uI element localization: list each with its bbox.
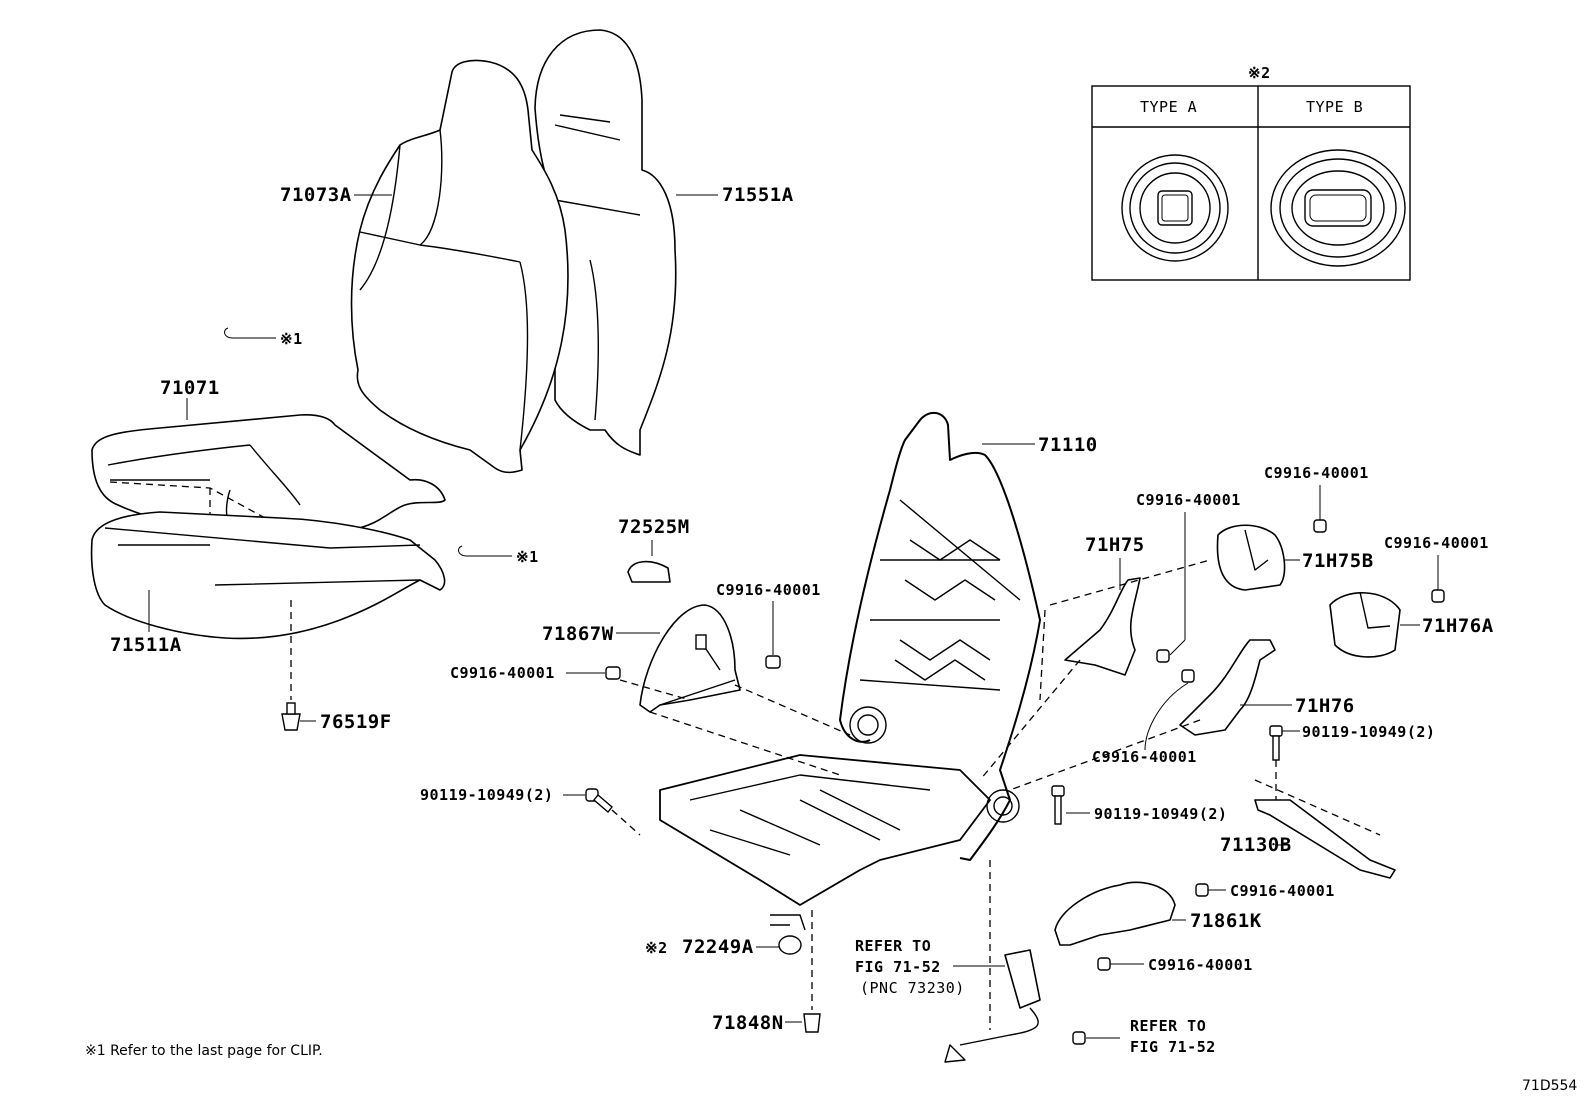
bolt-90119-b [1051, 785, 1065, 825]
cover-71861K [1054, 881, 1176, 946]
inset-marker: ※2 [1248, 64, 1271, 82]
label-c9916-e: C9916-40001 [1384, 534, 1489, 552]
screw-c9916-d [1313, 519, 1327, 533]
label-c9916-g: C9916-40001 [1230, 882, 1335, 900]
label-71110: 71110 [1038, 434, 1098, 456]
footnote-clip: ※1 Refer to the last page for CLIP. [85, 1043, 323, 1059]
label-71867W: 71867W [542, 623, 614, 645]
type-inset-box: ※2 TYPE A TYPE B [1091, 64, 1411, 281]
cover-71H76A [1329, 591, 1401, 658]
rail-cover-71130B [1254, 799, 1396, 879]
label-71H76A: 71H76A [1422, 615, 1494, 637]
grommet-type-a-icon [1121, 154, 1229, 262]
refer1-line1: REFER TO [855, 937, 931, 955]
label-72249A-mark: ※2 [645, 939, 668, 957]
label-71551A: 71551A [722, 184, 794, 206]
seatback-cover-71551A [534, 29, 677, 456]
label-71848N: 71848N [712, 1012, 784, 1034]
label-76519F: 76519F [320, 711, 392, 733]
label-71861K: 71861K [1190, 910, 1262, 932]
label-71H76: 71H76 [1295, 695, 1355, 717]
seat-frame-71110 [659, 411, 1041, 906]
label-c9916-f: C9916-40001 [1092, 748, 1197, 766]
label-71073A: 71073A [280, 184, 352, 206]
label-72525M: 72525M [618, 516, 690, 538]
grommet-72249A [770, 914, 806, 955]
label-bolt-a: 90119-10949(2) [420, 786, 553, 804]
seat-cushion-pad-71511A [90, 511, 446, 640]
bolt-71867W [695, 634, 707, 650]
type-a-label: TYPE A [1140, 98, 1197, 116]
grommet-type-b-icon [1270, 149, 1406, 267]
clip-ref-upper: ※1 [280, 330, 303, 348]
cap-72525M [627, 560, 671, 583]
refer2-line1: REFER TO [1130, 1017, 1206, 1035]
screw-c9916-h [1097, 957, 1111, 971]
pin-71848N [803, 1013, 821, 1033]
belt-buckle [944, 949, 1041, 1063]
refer1-line3: (PNC 73230) [860, 979, 965, 997]
label-c9916-b: C9916-40001 [450, 664, 555, 682]
label-c9916-c: C9916-40001 [1136, 491, 1241, 509]
fastener-76519F [281, 702, 301, 731]
label-71071: 71071 [160, 377, 220, 399]
bolt-refer [1072, 1031, 1086, 1045]
label-c9916-d: C9916-40001 [1264, 464, 1369, 482]
label-71130B: 71130B [1220, 834, 1292, 856]
label-c9916-h: C9916-40001 [1148, 956, 1253, 974]
clip-icon-upper [224, 327, 246, 339]
screw-c9916-f [1181, 669, 1195, 683]
type-b-label: TYPE B [1306, 98, 1363, 116]
seatback-pad-71073A [350, 59, 569, 474]
label-bolt-b: 90119-10949(2) [1094, 805, 1227, 823]
clip-ref-lower: ※1 [516, 548, 539, 566]
cover-71867W [639, 604, 741, 713]
cover-71H75B [1216, 524, 1286, 591]
label-72249A: 72249A [682, 936, 754, 958]
label-71511A: 71511A [110, 634, 182, 656]
bolt-90119-a [585, 788, 613, 814]
refer1-line2: FIG 71-52 [855, 958, 941, 976]
diagram-code: 71D554 [1522, 1078, 1577, 1094]
bracket-71H75 [1064, 577, 1141, 676]
screw-c9916-c [1156, 649, 1170, 663]
screw-c9916-a [765, 655, 781, 669]
label-c9916-a: C9916-40001 [716, 581, 821, 599]
label-bolt-c: 90119-10949(2) [1302, 723, 1435, 741]
clip-icon-lower [458, 545, 478, 557]
screw-c9916-b [605, 666, 621, 680]
screw-c9916-g [1195, 883, 1209, 897]
refer2-line2: FIG 71-52 [1130, 1038, 1216, 1056]
bolt-90119-c [1269, 725, 1283, 761]
bracket-71H76 [1179, 639, 1276, 736]
label-71H75: 71H75 [1085, 534, 1145, 556]
screw-c9916-e [1431, 589, 1445, 603]
label-71H75B: 71H75B [1302, 550, 1374, 572]
